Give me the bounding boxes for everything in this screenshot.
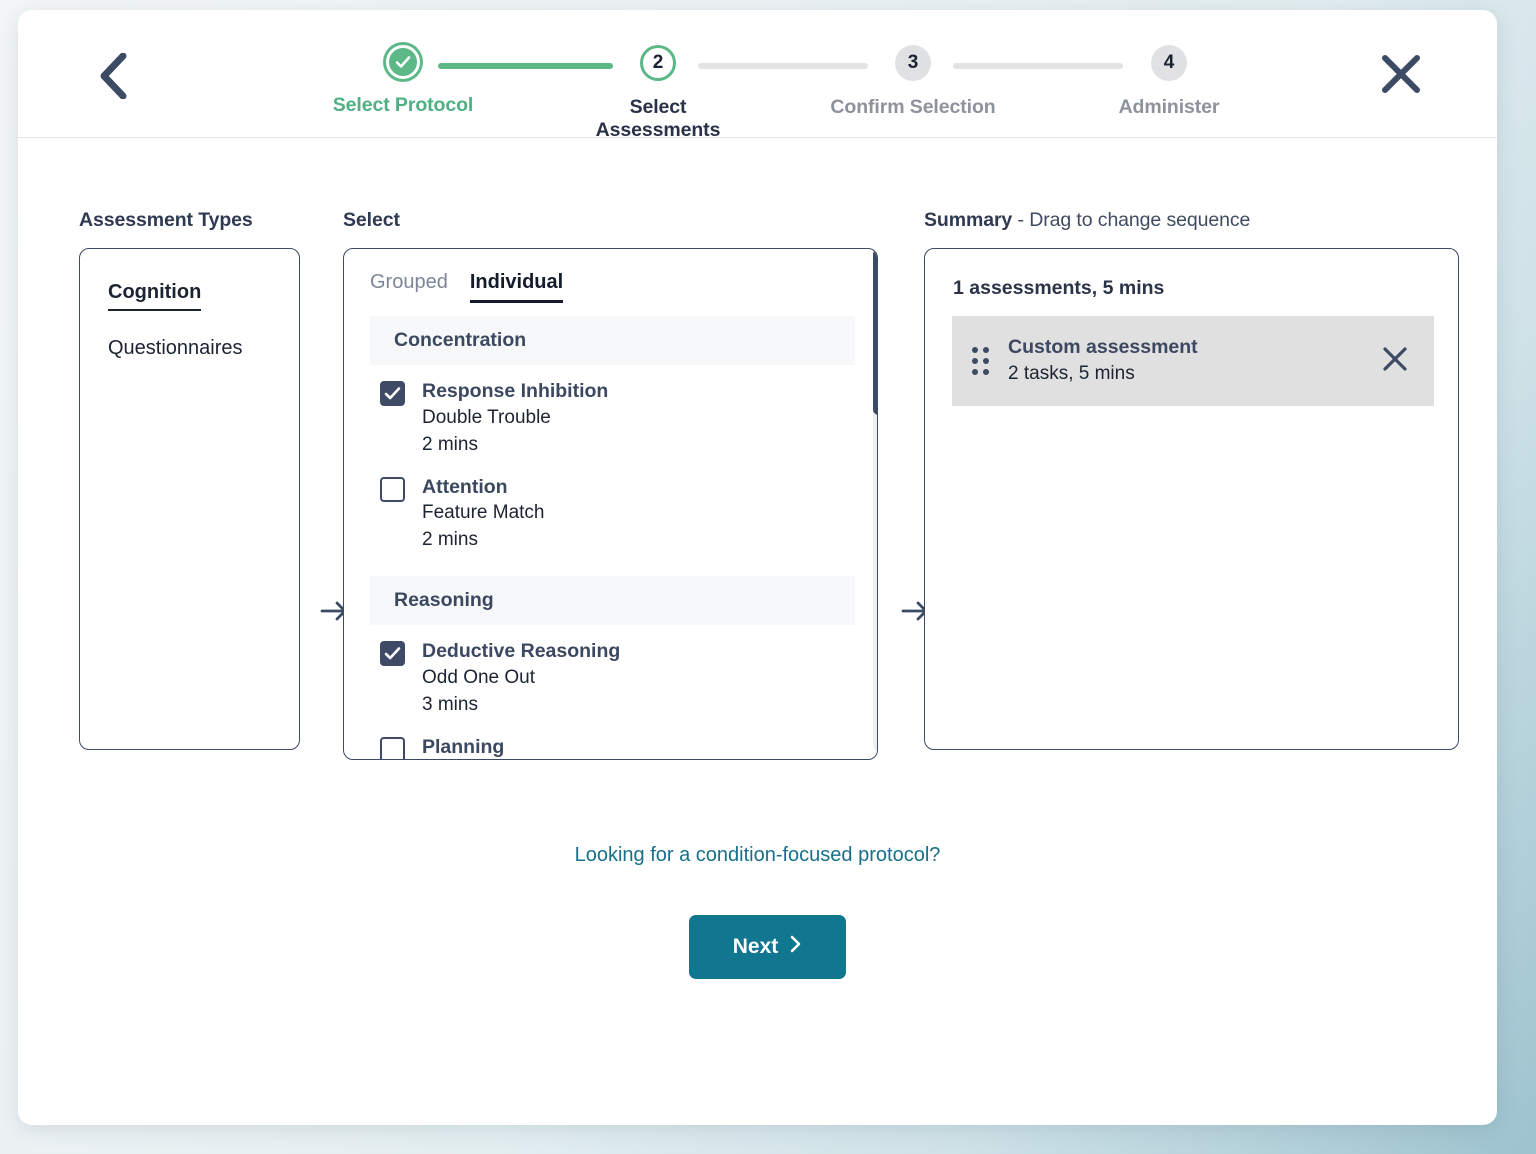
assessment-wizard-card: Select Protocol 2 Select Assessments 3 C… [18,10,1497,1125]
assessment-duration: 2 mins [422,433,478,455]
chevron-right-icon [789,934,802,960]
assessment-types-list: Cognition Questionnaires [80,249,299,363]
next-button-label: Next [732,935,779,958]
assessment-list-scrollbar[interactable] [873,249,877,751]
step-4-circle: 4 [1151,45,1187,81]
checkbox-response-inhibition[interactable] [380,381,405,406]
assessment-name: Response Inhibition [422,380,609,402]
wizard-header: Select Protocol 2 Select Assessments 3 C… [18,10,1497,141]
close-wizard-button[interactable] [1377,52,1425,100]
summary-item-subtitle: 2 tasks, 5 mins [1008,363,1135,385]
summary-count-line: 1 assessments, 5 mins [953,277,1165,299]
assessment-duration: 3 mins [422,694,478,716]
step-connector-1-2 [438,63,613,69]
chevron-left-icon [98,53,128,99]
step-2-select-assessments[interactable]: 2 Select Assessments [573,28,743,142]
checkbox-planning[interactable] [380,737,405,759]
step-1-select-protocol[interactable]: Select Protocol [318,28,488,117]
assessment-name: Planning [422,736,505,759]
scrollbar-thumb[interactable] [873,249,877,415]
condition-focused-protocol-link[interactable]: Looking for a condition-focused protocol… [574,844,941,866]
summary-item-custom-assessment[interactable]: Custom assessment 2 tasks, 5 mins [952,316,1434,406]
group-header-reasoning: Reasoning [370,576,855,626]
select-assessments-panel: Grouped Individual Concentration Respons… [343,248,878,760]
step-1-circle [386,45,420,79]
group-header-concentration: Concentration [370,316,855,365]
summary-panel: 1 assessments, 5 mins Custom assessment … [924,248,1459,750]
assessment-name: Deductive Reasoning [422,640,621,663]
checkbox-attention[interactable] [380,476,405,502]
progress-stepper: Select Protocol 2 Select Assessments 3 C… [313,28,1254,141]
select-tabs: Grouped Individual [344,249,877,303]
check-icon [395,56,411,68]
assessment-types-panel: Cognition Questionnaires [79,248,300,750]
assessment-row-deductive-reasoning[interactable]: Deductive Reasoning Odd One Out 3 mins [344,625,877,719]
close-icon [1380,344,1410,379]
step-2-label: Select Assessments [595,96,721,141]
summary-column-title: Summary - Drag to change sequence [924,209,1250,232]
assessment-name: Attention [422,475,508,498]
remove-summary-item-button[interactable] [1378,344,1412,378]
tab-grouped[interactable]: Grouped [370,271,448,293]
step-4-label: Administer [1118,96,1220,118]
select-column-title: Select [343,209,400,231]
assessment-row-response-inhibition[interactable]: Response Inhibition Double Trouble 2 min… [344,365,877,459]
summary-title-suffix: - Drag to change sequence [1017,209,1251,231]
next-button[interactable]: Next [689,915,846,979]
step-2-circle: 2 [640,45,676,81]
assessment-task: Odd One Out [422,667,536,689]
step-3-circle: 3 [895,45,931,81]
sidebar-item-questionnaires[interactable]: Questionnaires [108,337,243,359]
step-connector-3-4 [953,63,1123,69]
tab-individual[interactable]: Individual [469,271,564,303]
summary-item-title: Custom assessment [1008,336,1198,359]
close-icon [1379,52,1423,101]
wizard-body: Assessment Types Select Summary - Drag t… [18,138,1497,1124]
type-row-cognition: Cognition [108,281,299,311]
type-row-questionnaires: Questionnaires [108,337,299,363]
summary-item-text: Custom assessment 2 tasks, 5 mins [1008,334,1378,388]
assessment-task: Feature Match [422,502,545,524]
checkbox-deductive-reasoning[interactable] [380,641,405,667]
assessment-row-attention[interactable]: Attention Feature Match 2 mins [344,459,877,555]
check-icon [384,647,401,660]
drag-handle-icon[interactable] [972,347,989,375]
check-icon [384,387,401,400]
step-1-label: Select Protocol [332,94,474,116]
assessment-row-planning[interactable]: Planning [344,719,877,759]
step-3-confirm-selection[interactable]: 3 Confirm Selection [828,28,998,119]
step-4-administer[interactable]: 4 Administer [1084,28,1254,119]
assessment-duration: 2 mins [422,529,478,551]
assessment-task: Double Trouble [422,406,551,428]
summary-title-main: Summary [924,209,1013,231]
step-connector-2-3 [698,63,868,69]
step-3-label: Confirm Selection [830,96,996,118]
back-button[interactable] [90,50,136,102]
sidebar-item-cognition[interactable]: Cognition [108,281,202,311]
assessment-types-title: Assessment Types [79,209,253,231]
